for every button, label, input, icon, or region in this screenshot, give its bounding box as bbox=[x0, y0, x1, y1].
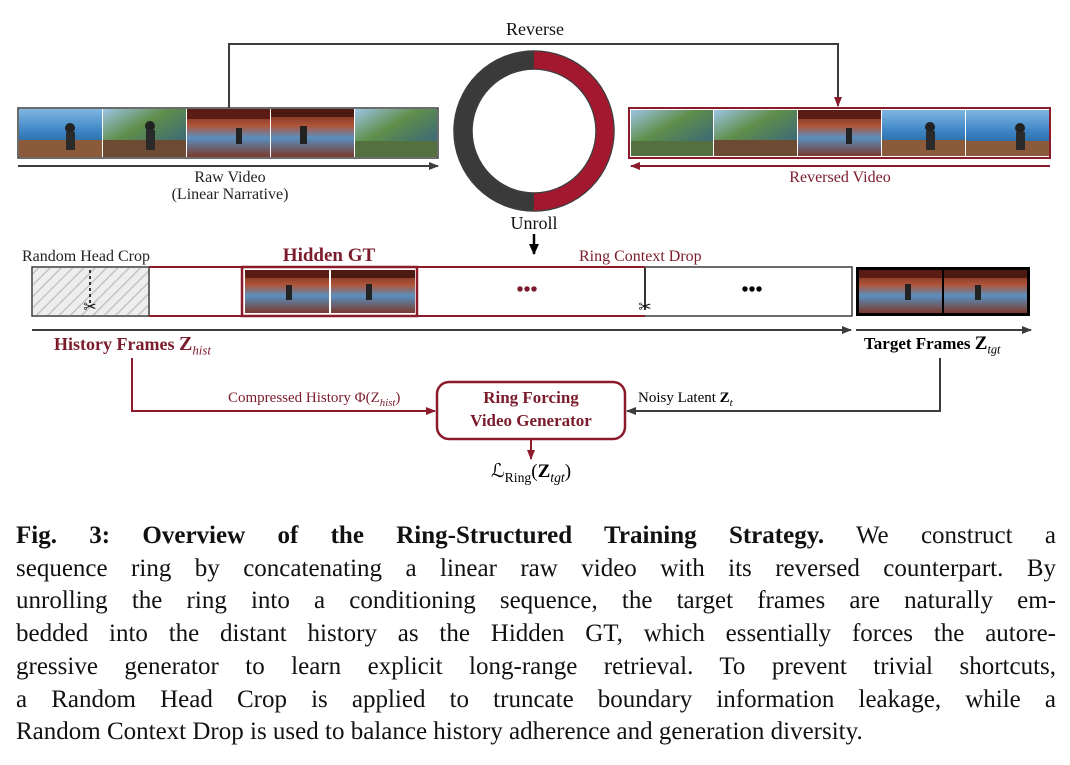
caption-line-6: a Random Head Crop is applied to truncat… bbox=[16, 685, 1056, 713]
target-frames-label: Target Frames Ztgt bbox=[864, 334, 1000, 356]
caption-line-2: sequence ring by concatenating a linear … bbox=[16, 554, 1056, 582]
random-head-crop-region bbox=[33, 268, 149, 315]
history-frames-text: History Frames bbox=[54, 334, 175, 354]
hidden-gt-label: Hidden GT bbox=[282, 245, 376, 266]
compressed-history-arrow bbox=[131, 358, 436, 415]
reversed-video-label: Reversed Video bbox=[789, 169, 891, 186]
unroll-label: Unroll bbox=[510, 213, 558, 233]
reversed-frame-3 bbox=[798, 110, 881, 156]
history-frames-label: History Frames Zhist bbox=[54, 334, 211, 357]
raw-video-sublabel: (Linear Narrative) bbox=[171, 186, 289, 203]
ring-training-diagram bbox=[17, 43, 1051, 460]
target-frame-2 bbox=[944, 270, 1027, 313]
noisy-latent-label: Noisy Latent Zt bbox=[638, 391, 733, 409]
ring-context-drop-label: Ring Context Drop bbox=[579, 248, 702, 265]
history-frames-math: Zhist bbox=[178, 333, 212, 358]
ring-left-half bbox=[454, 51, 535, 211]
head-crop-scissors-icon: ✂ bbox=[83, 299, 97, 316]
reverse-label: Reverse bbox=[506, 19, 564, 39]
compressed-history-math: Φ(Zhist) bbox=[354, 390, 401, 409]
noisy-latent-math: Zt bbox=[719, 390, 733, 409]
hidden-gt-frame-1 bbox=[245, 270, 329, 313]
hidden-gt-frame-2 bbox=[331, 270, 415, 313]
target-frame-1 bbox=[859, 270, 942, 313]
ellipsis-black: ••• bbox=[741, 279, 763, 301]
caption-line-7: Random Context Drop is used to balance h… bbox=[16, 718, 863, 746]
reversed-frame-2 bbox=[714, 110, 797, 156]
raw-video-strip bbox=[17, 107, 439, 159]
raw-frame-1 bbox=[19, 109, 102, 157]
ellipsis-red: ••• bbox=[516, 279, 538, 301]
raw-frame-5 bbox=[355, 109, 437, 157]
reverse-arrow bbox=[228, 43, 842, 108]
random-head-crop-label: Random Head Crop bbox=[22, 248, 150, 265]
raw-video-label: Raw Video bbox=[194, 169, 266, 186]
caption-head: Fig. 3: Overview of the Ring-Structured … bbox=[16, 522, 825, 549]
noisy-latent-arrow bbox=[626, 358, 941, 415]
context-drop-scissors-icon: ✂ bbox=[638, 299, 652, 316]
target-frames-text: Target Frames bbox=[864, 334, 971, 353]
reversed-frame-4 bbox=[882, 110, 965, 156]
generator-line-1: Ring Forcing bbox=[483, 388, 579, 407]
raw-frame-4 bbox=[271, 109, 354, 157]
ring-right-half bbox=[533, 51, 614, 211]
generator-line-2: Video Generator bbox=[470, 411, 592, 430]
caption-line-5: gressive generator to learn explicit lon… bbox=[16, 652, 1056, 680]
ring-loss-formula: ℒRing(Ztgt) bbox=[490, 461, 572, 485]
caption-line-1: Fig. 3: Overview of the Ring-Structured … bbox=[16, 522, 1056, 549]
figure-caption: Fig. 3: Overview of the Ring-Structured … bbox=[16, 520, 1056, 749]
caption-line-3: unrolling the ring into a conditioning s… bbox=[16, 587, 1056, 615]
conditioning-sequence bbox=[31, 265, 853, 318]
compressed-history-label: Compressed History Φ(Zhist) bbox=[228, 391, 400, 409]
noisy-latent-text: Noisy Latent bbox=[638, 390, 716, 406]
reversed-video-strip bbox=[628, 107, 1051, 159]
sequence-ring bbox=[453, 50, 615, 212]
target-frames bbox=[856, 267, 1030, 316]
caption-line-4: bedded into the distant history as the H… bbox=[16, 620, 1056, 648]
compressed-history-text: Compressed History bbox=[228, 390, 351, 406]
raw-frame-2 bbox=[103, 109, 186, 157]
target-frames-math: Ztgt bbox=[974, 333, 1001, 357]
reversed-frame-5 bbox=[966, 110, 1049, 156]
reversed-frame-1 bbox=[631, 110, 713, 156]
raw-frame-3 bbox=[187, 109, 270, 157]
